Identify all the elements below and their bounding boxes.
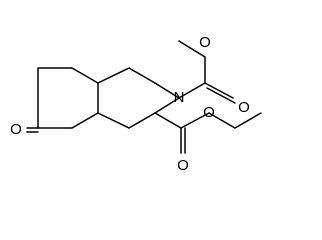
bond-ester-o-ch2 (208, 112, 236, 129)
structure-canvas: N O O O O O (10, 33, 262, 174)
bond-c9-c10 (128, 112, 156, 129)
bond-n-c9 (154, 97, 180, 114)
nitrogen-atom: N (174, 89, 185, 106)
ester-alkoxy-oxygen-atom: O (203, 104, 215, 121)
bond-n-carbamate-c (178, 82, 206, 99)
bond-carbamate-c-o-double-2 (206, 87, 236, 104)
bond-carbamate-c-o-double-1 (204, 82, 234, 99)
carbamate-methoxy-oxygen-atom: O (199, 34, 211, 51)
bond-c4-c5 (71, 112, 99, 129)
bond-ester-c-o-right (180, 112, 210, 129)
bond-carbamate-o-me (178, 40, 206, 58)
chemical-structure-diagram: N O O O O O (10, 34, 262, 174)
ester-carbonyl-oxygen-atom: O (177, 157, 189, 174)
bond-c8-n (154, 82, 180, 99)
bond-c9-ester-c (154, 112, 182, 129)
carbamate-carbonyl-oxygen-atom: O (238, 99, 250, 116)
bond-c3-c7 (97, 67, 130, 84)
bond-c10-c4 (97, 112, 130, 129)
bond-c2-c3 (71, 67, 99, 84)
bond-ch2-ch3 (234, 112, 262, 129)
ketone-oxygen-atom: O (10, 121, 22, 138)
bond-c7-c8 (128, 67, 156, 84)
